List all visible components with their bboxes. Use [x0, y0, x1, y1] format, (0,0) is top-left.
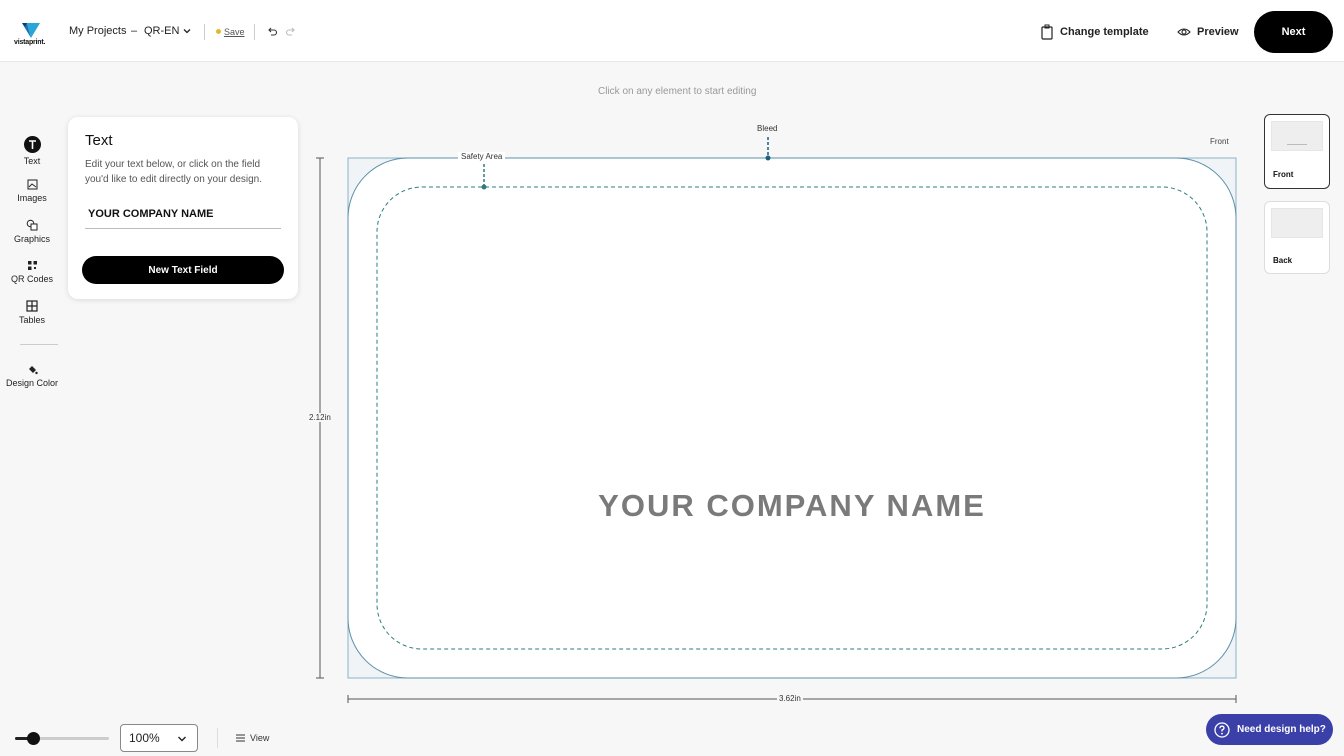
rail-item-tables[interactable]: Tables — [0, 300, 64, 325]
template-icon — [1041, 24, 1053, 40]
zoom-slider-fill — [15, 737, 34, 740]
breadcrumb-separator: – — [131, 25, 138, 37]
menu-icon — [236, 734, 245, 742]
rail-item-graphics[interactable]: Graphics — [0, 219, 64, 244]
top-bar: vistaprint. My Projects – QR-EN Save Cha… — [0, 0, 1344, 62]
panel-title: Text — [85, 132, 113, 149]
rail-label: Text — [23, 156, 41, 166]
help-icon — [1214, 721, 1230, 738]
chevron-down-icon[interactable] — [182, 26, 192, 36]
rail-label: Images — [17, 193, 47, 203]
change-template-label: Change template — [1060, 26, 1149, 38]
rail-divider — [20, 344, 58, 345]
text-icon — [23, 136, 41, 153]
my-projects-link[interactable]: My Projects — [69, 25, 127, 37]
logo-wordmark: vistaprint. — [14, 39, 46, 46]
rail-label: QR Codes — [10, 274, 54, 284]
undo-icon[interactable] — [266, 26, 278, 38]
card-trim[interactable] — [347, 157, 1237, 679]
change-template-button[interactable]: Change template — [1040, 22, 1149, 42]
table-icon — [26, 300, 38, 312]
shapes-icon — [26, 219, 38, 231]
divider — [254, 24, 255, 40]
help-label: Need design help? — [1237, 724, 1326, 735]
side-label: Front — [1210, 137, 1229, 146]
rail-item-design-color[interactable]: Design Color — [0, 364, 64, 388]
thumbnail-label: Front — [1273, 170, 1294, 179]
bleed-marker-dot — [765, 155, 771, 161]
zoom-value: 100% — [129, 731, 160, 745]
rail-label: Design Color — [5, 378, 59, 388]
view-button[interactable]: View — [236, 733, 269, 743]
zoom-slider-track[interactable] — [15, 737, 109, 740]
divider — [217, 728, 218, 748]
rail-label: Graphics — [13, 234, 50, 244]
preview-button[interactable]: Preview — [1177, 22, 1239, 42]
safety-area-label: Safety Area — [458, 152, 506, 161]
redo-icon[interactable] — [285, 26, 297, 38]
thumbnail-back[interactable]: Back — [1264, 201, 1330, 274]
thumbnail-front[interactable]: Front — [1264, 114, 1330, 189]
rail-item-text[interactable]: Text — [0, 136, 64, 166]
thumbnail-preview — [1271, 208, 1323, 238]
text-panel: Text Edit your text below, or click on t… — [68, 117, 298, 299]
unsaved-dot — [216, 29, 221, 34]
eye-icon — [1177, 28, 1191, 36]
bleed-label: Bleed — [757, 124, 778, 133]
view-label: View — [250, 733, 270, 743]
design-help-button[interactable]: Need design help? — [1206, 714, 1333, 745]
qr-code-icon — [27, 261, 37, 270]
new-text-field-button[interactable]: New Text Field — [82, 256, 284, 284]
safety-area — [376, 186, 1208, 650]
thumbnail-label: Back — [1273, 256, 1293, 265]
safety-marker-dot — [481, 184, 487, 190]
zoom-slider-handle[interactable] — [27, 732, 41, 745]
vistaprint-logo[interactable] — [13, 20, 49, 50]
thumbnail-preview — [1271, 121, 1323, 151]
panel-description: Edit your text below, or click on the fi… — [85, 159, 263, 185]
rail-item-images[interactable]: Images — [0, 179, 64, 203]
image-icon — [27, 179, 37, 190]
divider — [204, 24, 205, 40]
height-dimension-label: 2.12in — [309, 413, 331, 422]
paint-bucket-icon — [28, 366, 38, 375]
width-dimension-label: 3.62in — [777, 694, 803, 703]
rail-label: Tables — [18, 315, 45, 325]
next-button[interactable]: Next — [1254, 11, 1333, 53]
rail-item-qr-codes[interactable]: QR Codes — [0, 260, 64, 284]
preview-label: Preview — [1197, 26, 1239, 38]
chevron-down-icon — [178, 736, 186, 742]
canvas-hint: Click on any element to start editing — [598, 86, 757, 97]
zoom-select[interactable]: 100% — [120, 724, 198, 752]
company-name-field[interactable]: YOUR COMPANY NAME — [85, 205, 281, 229]
save-button[interactable]: Save — [224, 27, 245, 37]
company-name-text[interactable]: YOUR COMPANY NAME — [598, 488, 986, 523]
project-name[interactable]: QR-EN — [144, 25, 180, 37]
